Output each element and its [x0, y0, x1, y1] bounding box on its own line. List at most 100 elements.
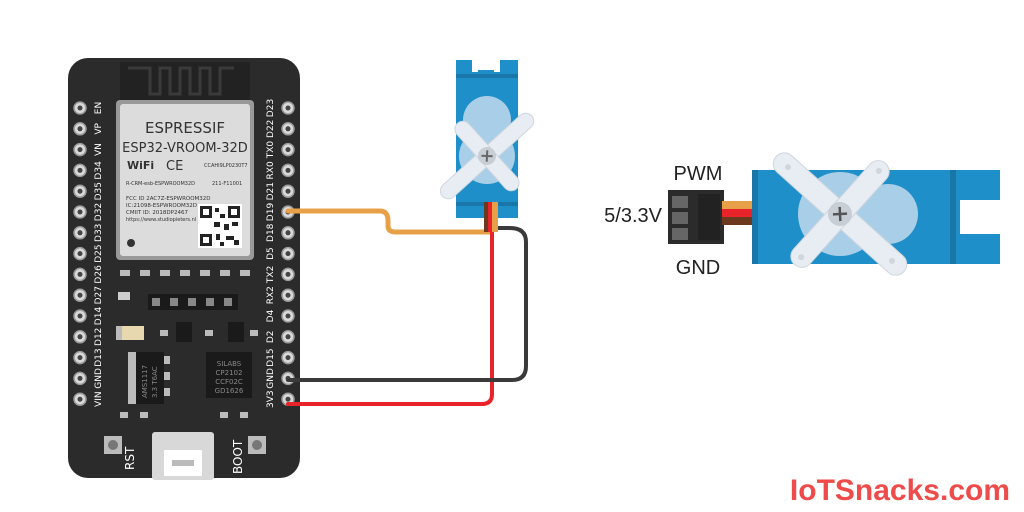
servo-horn-small — [439, 112, 535, 200]
servo-motor-large — [668, 152, 1000, 276]
gnd-label: GND — [676, 257, 720, 279]
left-pin-holes — [73, 101, 87, 406]
usb-chip-text-3: CCF02C — [215, 378, 243, 386]
qr-code — [198, 204, 242, 248]
regulator-text-1: AMS1117 — [141, 365, 149, 398]
right-pin-label-d18: D18 — [266, 223, 276, 242]
voltage-regulator-chip: AMS1117 3.3 T6AC — [128, 352, 170, 404]
usb-uart-chip: SILABS CP2102 CCF02C GD1626 — [206, 352, 252, 398]
wires — [285, 208, 528, 406]
cert-code: CCAHI9LP0230T7 — [204, 163, 248, 169]
left-pin-label-vin: VIN — [94, 391, 104, 407]
right-pin-hole-center — [285, 167, 291, 173]
right-pin-label-rx2: RX2 — [266, 286, 276, 304]
right-pin-labels: D23D22TX0RX0D21D19D18D5TX2RX2D4D2D15GND3… — [266, 99, 276, 408]
left-pin-label-vn: VN — [94, 143, 104, 156]
left-pin-hole-center — [77, 292, 83, 298]
module-model: ESP32-VROOM-32D — [122, 141, 248, 156]
boot-button: BOOT — [231, 436, 266, 474]
left-pin-label-d27: D27 — [94, 286, 104, 304]
right-pin-label-d15: D15 — [266, 348, 276, 366]
left-pin-labels: ENVPVND34D35D32D33D25D26D27D14D12D13GNDV… — [94, 102, 104, 407]
power-wire — [286, 230, 494, 406]
servo-pinout-labels: PWM 5/3.3V GND — [604, 163, 722, 279]
brand-logo-text: IoTSnacks.com — [790, 474, 1010, 507]
right-pin-hole-center — [285, 147, 291, 153]
esp32-board: ESPRESSIF ESP32-VROOM-32D WiFi CE CCAHI9… — [68, 58, 300, 480]
left-pin-hole-center — [77, 126, 83, 132]
right-pin-hole-center — [285, 188, 291, 194]
module-line-2: FCC ID 2AC7Z-ESPWROOM32D — [126, 196, 211, 202]
right-pin-hole-center — [285, 355, 291, 361]
usb-chip-text-4: GD1626 — [215, 387, 244, 395]
right-pin-hole-center — [285, 334, 291, 340]
left-pin-hole-center — [77, 375, 83, 381]
servo-motor-small — [439, 60, 535, 232]
left-pin-hole-center — [77, 147, 83, 153]
right-pin-label-d4: D4 — [266, 309, 276, 322]
right-pin-label-d22: D22 — [266, 120, 276, 138]
left-pin-hole-center — [77, 230, 83, 236]
vcc-label: 5/3.3V — [604, 205, 662, 227]
pwm-label: PWM — [674, 163, 723, 185]
right-pin-hole-center — [285, 271, 291, 277]
module-brand: ESPRESSIF — [145, 119, 225, 137]
wifi-logo: WiFi — [127, 159, 154, 172]
right-pin-hole-center — [285, 230, 291, 236]
right-pin-label-gnd: GND — [266, 368, 276, 389]
left-pin-label-d13: D13 — [94, 348, 104, 366]
right-pin-label-tx0: TX0 — [266, 141, 276, 160]
servo-connector — [668, 190, 724, 244]
left-pin-hole-center — [77, 355, 83, 361]
right-pin-hole-center — [285, 126, 291, 132]
left-pin-label-vp: VP — [94, 122, 104, 134]
left-pin-hole-center — [77, 167, 83, 173]
signal-wire — [285, 208, 493, 235]
module-mark: 211-F11001 — [212, 181, 242, 187]
left-pin-label-d34: D34 — [94, 161, 104, 180]
left-pin-hole-center — [77, 313, 83, 319]
left-pin-hole-center — [77, 251, 83, 257]
passive-components — [116, 270, 258, 418]
module-line-4: CMIIT ID: 2018DP2467 — [126, 210, 188, 216]
regulator-text-2: 3.3 T6AC — [151, 366, 159, 398]
reset-button-label: RST — [123, 446, 137, 470]
left-pin-hole-center — [77, 396, 83, 402]
left-pin-hole-center — [77, 188, 83, 194]
module-line-1: R-CRM-esb-ESPWROOM32D — [126, 181, 195, 187]
right-pin-label-tx2: TX2 — [266, 266, 276, 284]
left-pin-label-d26: D26 — [94, 265, 104, 284]
left-pin-label-d35: D35 — [94, 182, 104, 200]
reset-button: RST — [104, 436, 137, 470]
servo-horn-large — [772, 152, 908, 276]
usb-chip-text-1: SILABS — [217, 360, 242, 368]
left-pin-label-d14: D14 — [94, 307, 104, 326]
wifi-module: ESPRESSIF ESP32-VROOM-32D WiFi CE CCAHI9… — [116, 100, 254, 260]
right-pin-label-d19: D19 — [266, 203, 276, 222]
module-line-5: https://www.studiopieters.nl — [126, 217, 196, 223]
right-pin-label-rx0: RX0 — [266, 161, 276, 179]
right-pin-hole-center — [285, 292, 291, 298]
left-pin-hole-center — [77, 209, 83, 215]
left-pin-label-gnd: GND — [94, 368, 104, 389]
left-pin-label-d12: D12 — [94, 328, 104, 346]
usb-chip-text-2: CP2102 — [216, 369, 243, 377]
left-pin-label-d32: D32 — [94, 203, 104, 221]
left-pin-label-en: EN — [94, 102, 104, 114]
left-pin-label-d25: D25 — [94, 244, 104, 262]
module-line-3: IC:21098-ESPWROOM32D — [126, 203, 197, 209]
right-pin-holes — [281, 101, 295, 406]
left-pin-hole-center — [77, 105, 83, 111]
right-pin-hole-center — [285, 251, 291, 257]
left-pin-hole-center — [77, 334, 83, 340]
right-pin-label-3v3: 3V3 — [266, 390, 276, 408]
ce-mark: CE — [166, 159, 183, 174]
boot-button-label: BOOT — [231, 439, 245, 474]
ground-wire — [286, 226, 528, 382]
right-pin-hole-center — [285, 105, 291, 111]
right-pin-hole-center — [285, 396, 291, 402]
right-pin-label-d2: D2 — [266, 330, 276, 343]
right-pin-hole-center — [285, 313, 291, 319]
right-pin-label-d21: D21 — [266, 182, 276, 200]
